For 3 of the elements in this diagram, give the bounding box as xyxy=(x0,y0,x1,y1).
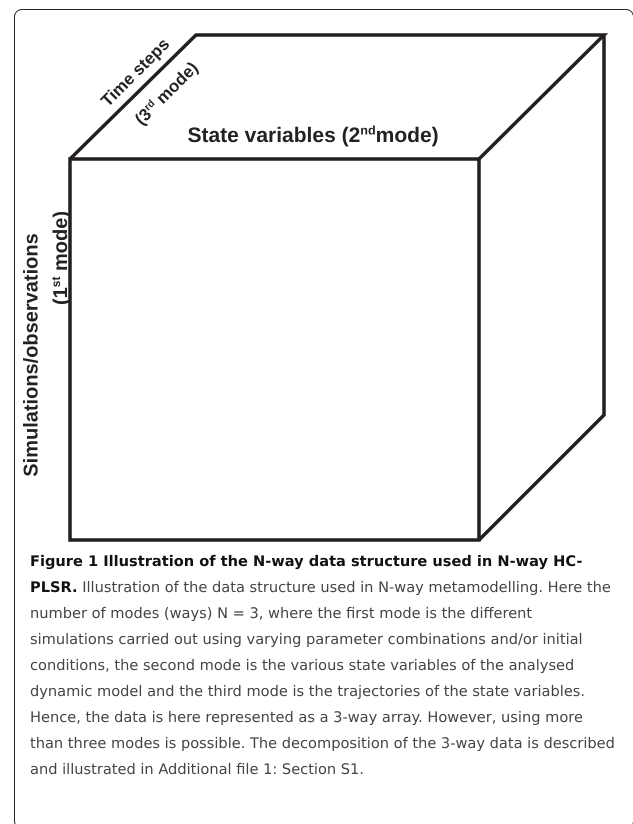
axis-label: State variables (2$^{nd}$mode) xyxy=(188,124,439,146)
axis-label: Simulations/observations xyxy=(21,233,42,477)
figure-caption: Figure 1 Illustration of the N-way data structure used in N-way HC-PLSR. Illustration of the data structure used in N-way metamodelling. Here the number of modes (ways) N = 3, where the first mode is the different simulations carried out using varying parameter combinations and/or initial conditions, the second mode is the various state variables of the analysed dynamic model and the third mode is the trajectories of the state variables. Hence, the data is here represented as a 3-way array. However, using more than three modes is possible. The decomposition of the 3-way data is described and illustrated in Additional file 1: Section S1. xyxy=(30,552,616,780)
